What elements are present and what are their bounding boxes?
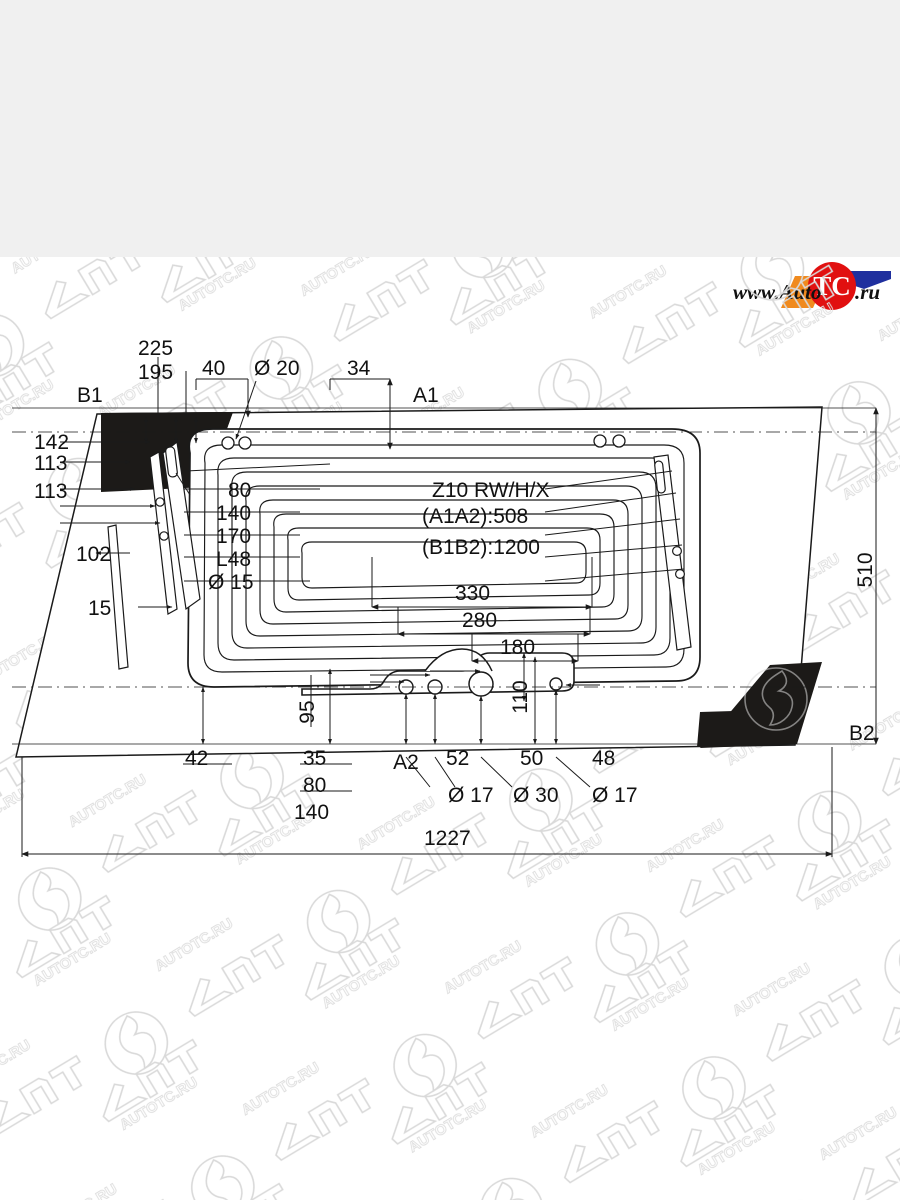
width-dimension-1227 — [21, 747, 833, 857]
left-dimension-lines — [60, 440, 173, 609]
callout-dia-15: Ø 15 — [208, 571, 254, 594]
dim-34: 34 — [347, 357, 371, 380]
bottom-dimension-lines — [183, 652, 600, 792]
antenna-strip-right — [653, 454, 692, 651]
dim-195: 195 — [138, 361, 173, 384]
dim-510: 510 — [854, 552, 877, 587]
dim-15-left: 15 — [88, 597, 111, 620]
callout-170: 170 — [216, 525, 251, 548]
label-B2: B2 — [849, 722, 875, 745]
top-gray-band — [0, 0, 900, 257]
part-title: Z10 RW/H/X — [432, 479, 549, 502]
dim-42: 42 — [185, 747, 208, 770]
dim-40: 40 — [202, 357, 225, 380]
dim-50: 50 — [520, 747, 543, 770]
label-B1: B1 — [77, 384, 103, 407]
spec-a1a2: (A1A2):508 — [422, 505, 528, 528]
dim-113-a: 113 — [34, 452, 67, 475]
dim-180: 180 — [500, 636, 535, 659]
technical-drawing: AUTOTC.RU AUTOTC.RU — [0, 257, 900, 1200]
dia-17-right: Ø 17 — [592, 784, 638, 807]
dim-48: 48 — [592, 747, 615, 770]
dia-30: Ø 30 — [513, 784, 559, 807]
top-dimension-lines — [144, 357, 393, 450]
dim-142: 142 — [34, 431, 69, 454]
dim-102: 102 — [76, 543, 111, 566]
dim-113-b: 113 — [34, 480, 67, 503]
dia-17-left: Ø 17 — [448, 784, 494, 807]
dim-280: 280 — [462, 609, 497, 632]
dim-95: 95 — [296, 700, 319, 723]
spec-b1b2: (B1B2):1200 — [422, 536, 540, 559]
reference-lines — [12, 407, 876, 745]
dim-35: 35 — [303, 747, 326, 770]
callout-80: 80 — [228, 479, 251, 502]
ceramic-band-right — [697, 662, 822, 748]
label-A1: A1 — [413, 384, 439, 407]
dim-1227: 1227 — [424, 827, 471, 850]
heated-window-aperture — [187, 428, 701, 688]
callout-L48: L48 — [216, 548, 251, 571]
dim-330: 330 — [455, 582, 490, 605]
antenna-strip-left — [107, 440, 201, 670]
dim-52: 52 — [446, 747, 469, 770]
top-mounting-holes — [221, 434, 626, 450]
dim-dia-20: Ø 20 — [254, 357, 300, 380]
callout-140: 140 — [216, 502, 251, 525]
dim-80: 80 — [303, 774, 326, 797]
dim-140: 140 — [294, 801, 329, 824]
dim-225: 225 — [138, 337, 173, 360]
label-A2: A2 — [393, 751, 419, 774]
dim-110: 110 — [509, 680, 532, 713]
callout-leaders — [175, 463, 685, 582]
